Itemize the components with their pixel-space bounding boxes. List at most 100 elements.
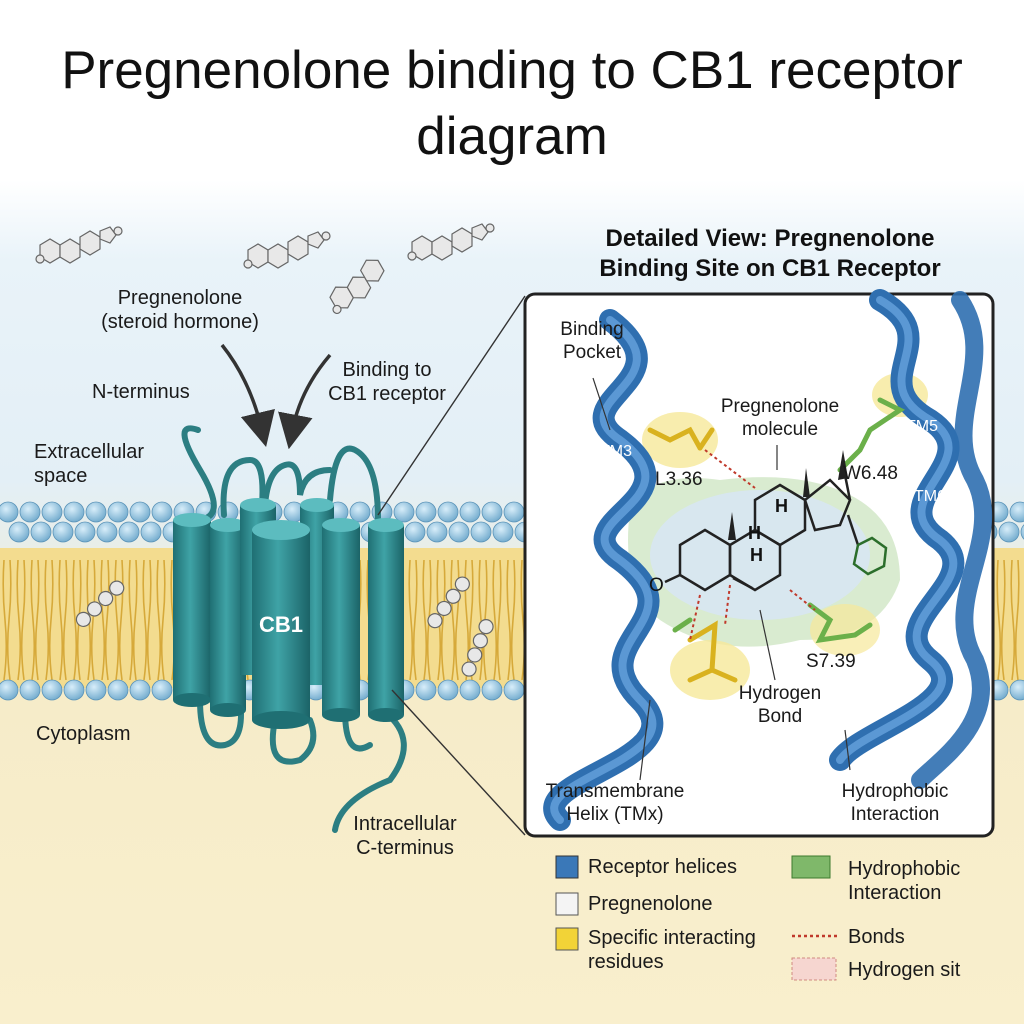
lipid-head (129, 679, 151, 701)
detail-title-line2: Binding Site on CB1 Receptor (599, 255, 941, 282)
lipid-head (1020, 524, 1024, 540)
lipid-head (151, 501, 173, 523)
extracellular-label-line1: Extracellular (34, 441, 145, 463)
hydrogen-bond-line2: Bond (757, 706, 803, 727)
lipid-head (415, 679, 437, 701)
hydrophobic-interaction-label: Hydrophobic Interaction (820, 780, 970, 826)
lipid-head (503, 501, 525, 523)
lipid-head (415, 501, 437, 523)
transmembrane-helix-label: Transmembrane Helix (TMx) (530, 780, 700, 826)
lipid-head (63, 679, 85, 701)
lipid-head (129, 501, 151, 523)
detail-inset-art (543, 289, 993, 831)
legend-specific-line2: residues (588, 951, 664, 973)
lipid-head (107, 501, 129, 523)
lipid-head (459, 501, 481, 523)
residue-l336-label: L3.36 (655, 469, 703, 490)
binding-arrows (220, 343, 332, 450)
pregnenolone-molecule-line1: Pregnenolone (720, 396, 840, 417)
legend-hydrophobic-line1: Hydrophobic (848, 858, 961, 880)
lipid-head (1009, 679, 1024, 701)
lipid-head (41, 679, 63, 701)
tm3-label: TM3 (600, 443, 632, 460)
binding-label-line2: CB1 receptor (328, 383, 446, 405)
detail-view-title: Detailed View: Pregnenolone Binding Site… (520, 224, 1020, 284)
detail-title-line1: Detailed View: Pregnenolone (605, 225, 935, 252)
lipid-head (74, 521, 96, 543)
legend-receptor-helices: Receptor helices (588, 856, 737, 878)
lipid-head (998, 521, 1020, 543)
zoom-lines (377, 295, 526, 836)
lipid-head (85, 679, 107, 701)
page-title: Pregnenolone binding to CB1 receptor dia… (61, 41, 963, 166)
lipid-head (448, 521, 470, 543)
lipid-head (503, 679, 525, 701)
pregnenolone-label-line2: (steroid hormone) (101, 311, 259, 333)
cb1-helix-cylinders (173, 498, 404, 729)
intracellular-label-line1: Intracellular (353, 813, 457, 835)
lipid-head (481, 501, 503, 523)
legend-specific-line1: Specific interacting (588, 927, 756, 949)
lipid-head (0, 679, 19, 701)
pregnenolone-molecule-label: Pregnenolone molecule (705, 395, 855, 441)
cytoplasm-label: Cytoplasm (36, 723, 131, 745)
lipid-head (30, 521, 52, 543)
lipid-head (41, 501, 63, 523)
lipid-head (470, 521, 492, 543)
transmembrane-line2: Helix (TMx) (566, 804, 664, 825)
cb1-label: CB1 (258, 612, 303, 637)
lipid-head (437, 679, 459, 701)
binding-label: Binding to CB1 receptor (312, 358, 462, 406)
transmembrane-line1: Transmembrane (545, 781, 685, 802)
legend-hydrogen-sit: Hydrogen sit (848, 959, 961, 981)
lipid-head (349, 501, 371, 523)
lipid-head (459, 679, 481, 701)
lipid-head (426, 521, 448, 543)
lipid-head (96, 521, 118, 543)
intracellular-label-line2: C-terminus (356, 837, 454, 859)
oxygen-atom-label: O (649, 575, 664, 596)
intracellular-c-terminus-label: Intracellular C-terminus (330, 812, 480, 860)
lipid-head (19, 679, 41, 701)
hydrogen-bond-line1: Hydrogen (738, 683, 822, 704)
lipid-head (107, 679, 129, 701)
binding-pocket-label: Binding Pocket (532, 318, 652, 364)
residue-s739-label: S7.39 (806, 651, 856, 672)
residue-w648-label: W6.48 (843, 463, 898, 484)
hydrogen-atom-label-2: H (748, 523, 761, 543)
legend-hydrophobic-line2: Interaction (848, 882, 942, 904)
lipid-head (151, 679, 173, 701)
legend-hydrophobic: Hydrophobic Interaction (848, 857, 960, 905)
hydrogen-bond-label: Hydrogen Bond (725, 682, 835, 728)
extracellular-label: Extracellular space (34, 440, 144, 488)
pregnenolone-label-line1: Pregnenolone (117, 287, 243, 309)
binding-pocket-line2: Pocket (562, 342, 622, 363)
lipid-head (1009, 501, 1024, 523)
legend-specific-residues: Specific interacting residues (588, 926, 756, 974)
lipid-head (393, 501, 415, 523)
tm5-label: TM5 (906, 418, 938, 435)
lipid-head (85, 501, 107, 523)
lipid-head (140, 521, 162, 543)
hydrophobic-line2: Interaction (850, 804, 940, 825)
lipid-head (19, 501, 41, 523)
tm6-label: TM6 (914, 488, 946, 505)
lipid-head (492, 521, 514, 543)
extracellular-label-line2: space (34, 465, 88, 487)
hydrophobic-line1: Hydrophobic (841, 781, 949, 802)
lipid-head (437, 501, 459, 523)
pregnenolone-molecule-line2: molecule (741, 419, 819, 440)
lipid-head (404, 521, 426, 543)
hydrogen-atom-label-1: H (775, 496, 788, 516)
n-terminus-label: N-terminus (92, 381, 190, 403)
legend-bonds: Bonds (848, 926, 905, 948)
tm7-label: TM7 (906, 556, 938, 573)
hydrogen-atom-label-3: H (750, 545, 763, 565)
lipid-head (118, 521, 140, 543)
lipid-head (52, 521, 74, 543)
lipid-head (8, 521, 30, 543)
legend-pregnenolone: Pregnenolone (588, 893, 713, 915)
binding-label-line1: Binding to (342, 359, 432, 381)
lipid-head (63, 501, 85, 523)
